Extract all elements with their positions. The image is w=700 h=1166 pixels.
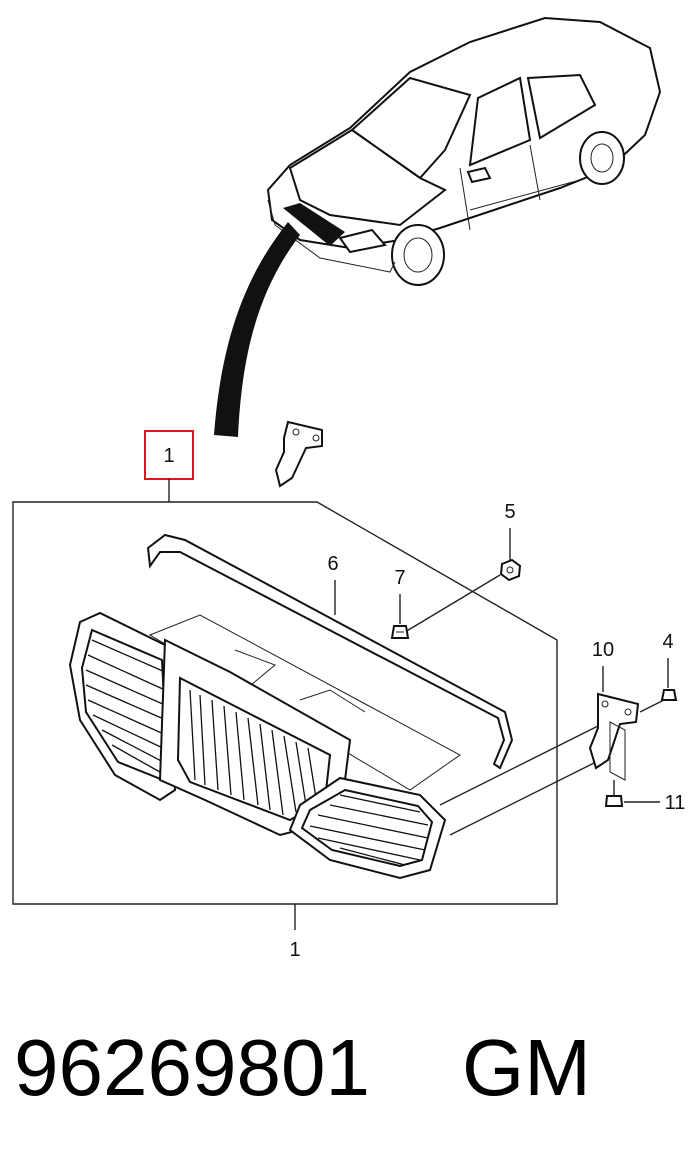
side-bracket-part (588, 692, 640, 781)
nut-part (499, 558, 522, 582)
callout-11[interactable]: 11 (665, 792, 686, 814)
brand-label: GM (462, 1023, 591, 1112)
screw-part (639, 689, 678, 713)
callout-1-bottom: 1 (289, 939, 300, 961)
upper-bracket (274, 420, 323, 488)
car-grille-highlight (283, 203, 345, 246)
callout-10[interactable]: 10 (592, 639, 614, 661)
grille-assembly (68, 533, 514, 880)
car-illustration (266, 16, 662, 286)
assembly-frame (12, 501, 558, 905)
callout-7[interactable]: 7 (394, 567, 405, 589)
part-number: 96269801 (14, 1023, 370, 1112)
callout-1-top: 1 (163, 445, 174, 467)
callout-6[interactable]: 6 (327, 553, 338, 575)
leader-arrow (214, 222, 300, 437)
bolt-part (604, 780, 624, 807)
callout-4[interactable]: 4 (662, 631, 673, 653)
callout-5[interactable]: 5 (504, 501, 515, 523)
clip-part (390, 625, 410, 639)
